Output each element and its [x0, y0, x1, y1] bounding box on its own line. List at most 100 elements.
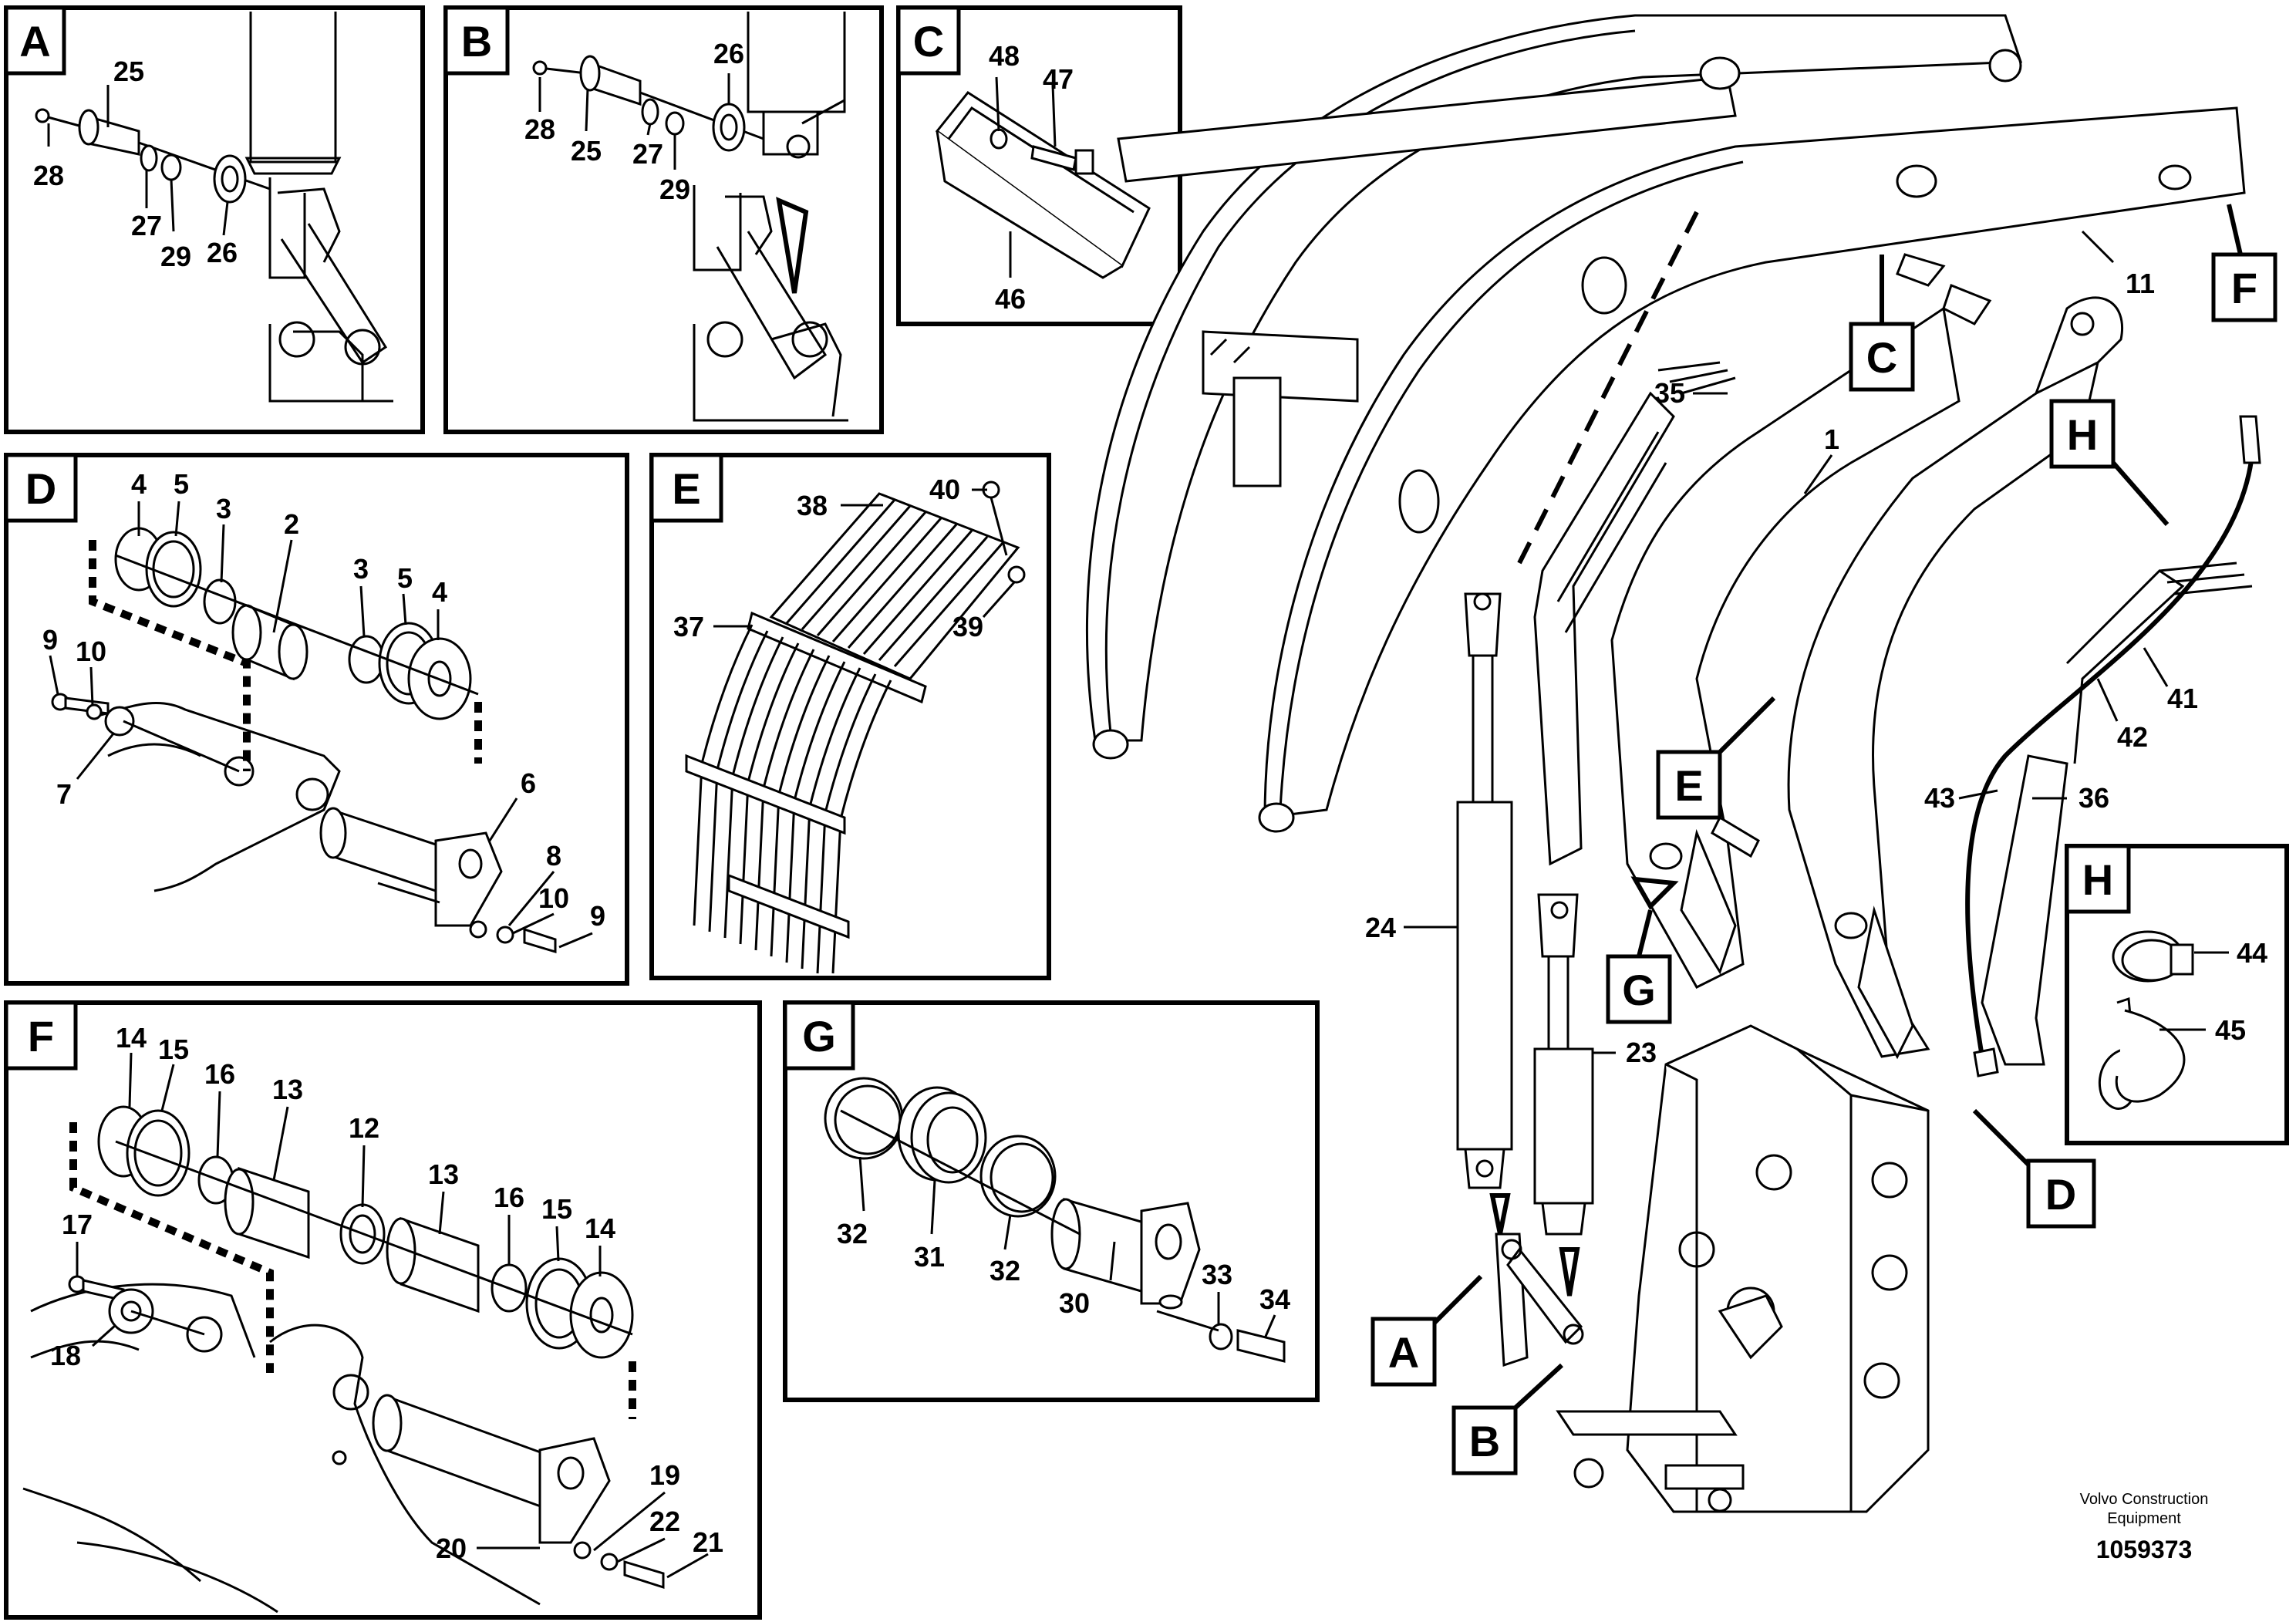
part-label: 34	[1259, 1283, 1290, 1315]
main-callouts: C F H E G D A B	[1371, 204, 2277, 1475]
part-label: 15	[158, 1034, 189, 1065]
drawing-footer: Volvo Construction Equipment 1059373	[2080, 1491, 2209, 1563]
part-label: 27	[131, 210, 162, 241]
part-label: 42	[2117, 721, 2148, 753]
part-label: 30	[1059, 1287, 1090, 1319]
detail-panel-e: E 38 40 37 39	[649, 453, 1051, 980]
part-label: 48	[989, 40, 1020, 72]
part-label: 20	[436, 1533, 467, 1564]
part-label: 5	[397, 562, 413, 594]
part-label: 38	[797, 490, 828, 521]
part-label: 19	[649, 1459, 680, 1491]
part-label: 46	[995, 283, 1026, 315]
callout-c: C	[1866, 333, 1897, 382]
panel-f-letter: F	[28, 1012, 54, 1061]
hose-clamp	[2112, 930, 2194, 983]
detail-panel-d: D	[4, 453, 629, 986]
part-label: 10	[538, 882, 569, 914]
part-label: 32	[990, 1255, 1020, 1286]
brand-line-1: Volvo Construction	[2080, 1491, 2209, 1508]
bolt-part	[532, 60, 587, 76]
detail-panel-f: F	[4, 1000, 762, 1620]
panel-c-letter: C	[913, 17, 944, 66]
part-label: 11	[2126, 268, 2155, 299]
part-label: 44	[2237, 937, 2267, 969]
bolt-part	[35, 108, 86, 129]
part-label: 25	[113, 56, 144, 87]
part-label: 36	[2079, 782, 2109, 814]
part-label: 18	[50, 1340, 81, 1371]
part-label: 26	[207, 237, 238, 268]
part-label: 43	[1924, 782, 1955, 814]
part-label: 32	[837, 1218, 868, 1249]
brand-line-2: Equipment	[2107, 1510, 2181, 1527]
part-label: 26	[713, 38, 744, 69]
part-label: 23	[1626, 1037, 1657, 1068]
base-frame	[1556, 1024, 1930, 1513]
callout-d: D	[2045, 1170, 2076, 1219]
part-label: 35	[1654, 377, 1685, 409]
part-label: 1	[1824, 423, 1839, 455]
drawing-number: 1059373	[2096, 1536, 2193, 1563]
part-label: 29	[160, 241, 191, 272]
part-label: 3	[216, 493, 231, 524]
cylinder-24	[1456, 592, 1513, 1189]
panel-a-letter: A	[19, 17, 50, 66]
part-label: 40	[929, 474, 960, 505]
panel-h-letter: H	[2082, 855, 2113, 904]
callout-f: F	[2231, 264, 2257, 312]
part-label: 37	[673, 611, 704, 642]
part-label: 39	[952, 611, 983, 642]
detail-panel-h: H 44 45	[2065, 844, 2289, 1145]
detail-panel-b: B 26 28 25 27 29	[443, 5, 884, 434]
panel-g-letter: G	[802, 1012, 836, 1061]
part-label: 25	[571, 135, 602, 167]
panel-e-letter: E	[672, 464, 700, 513]
part-label: 27	[632, 138, 663, 170]
part-label: 14	[585, 1212, 615, 1244]
counterweight-block	[935, 91, 1151, 279]
main-part-numbers: 11 35 1 41 42 43 36 24 23	[1365, 230, 2198, 1068]
part-label: 7	[56, 778, 72, 810]
callout-h: H	[2067, 410, 2098, 459]
part-label: 2	[284, 508, 299, 540]
part-label: 41	[2167, 683, 2198, 714]
detail-panel-g: G 32 31 32 30 33 34	[783, 1000, 1320, 1402]
part-label: 12	[349, 1112, 379, 1144]
part-label: 16	[494, 1182, 524, 1213]
part-label: 13	[272, 1074, 303, 1105]
part-label: 9	[590, 900, 605, 932]
part-label: 13	[428, 1158, 459, 1190]
part-label: 28	[33, 160, 64, 191]
part-label: 4	[432, 576, 447, 608]
part-label: 4	[131, 468, 147, 500]
callout-a: A	[1388, 1328, 1419, 1377]
part-label: 9	[42, 624, 58, 656]
part-label: 33	[1202, 1259, 1232, 1290]
callout-e: E	[1674, 761, 1703, 810]
pin-part	[78, 109, 140, 156]
part-label: 6	[521, 767, 536, 799]
part-label: 16	[204, 1058, 235, 1090]
grille-guard	[685, 492, 1020, 974]
part-label: 28	[524, 113, 555, 145]
detail-panel-a: A 25 28 27 29 26	[4, 5, 425, 434]
callout-g: G	[1622, 966, 1656, 1014]
part-label: 45	[2215, 1014, 2246, 1046]
cable-tie	[2098, 996, 2186, 1110]
part-label: 3	[353, 553, 369, 585]
part-label: 14	[116, 1022, 147, 1054]
part-label: 21	[693, 1526, 723, 1558]
cylinder-23	[1533, 893, 1594, 1236]
part-label: 31	[914, 1241, 945, 1273]
part-label: 29	[659, 174, 690, 205]
callout-b: B	[1469, 1417, 1500, 1465]
panel-d-letter: D	[25, 464, 56, 513]
part-label: 22	[649, 1506, 680, 1537]
part-label: 8	[546, 840, 561, 872]
part-label: 5	[174, 468, 189, 500]
part-label: 47	[1043, 63, 1074, 95]
part-label: 17	[62, 1209, 93, 1240]
part-label: 15	[541, 1193, 572, 1225]
